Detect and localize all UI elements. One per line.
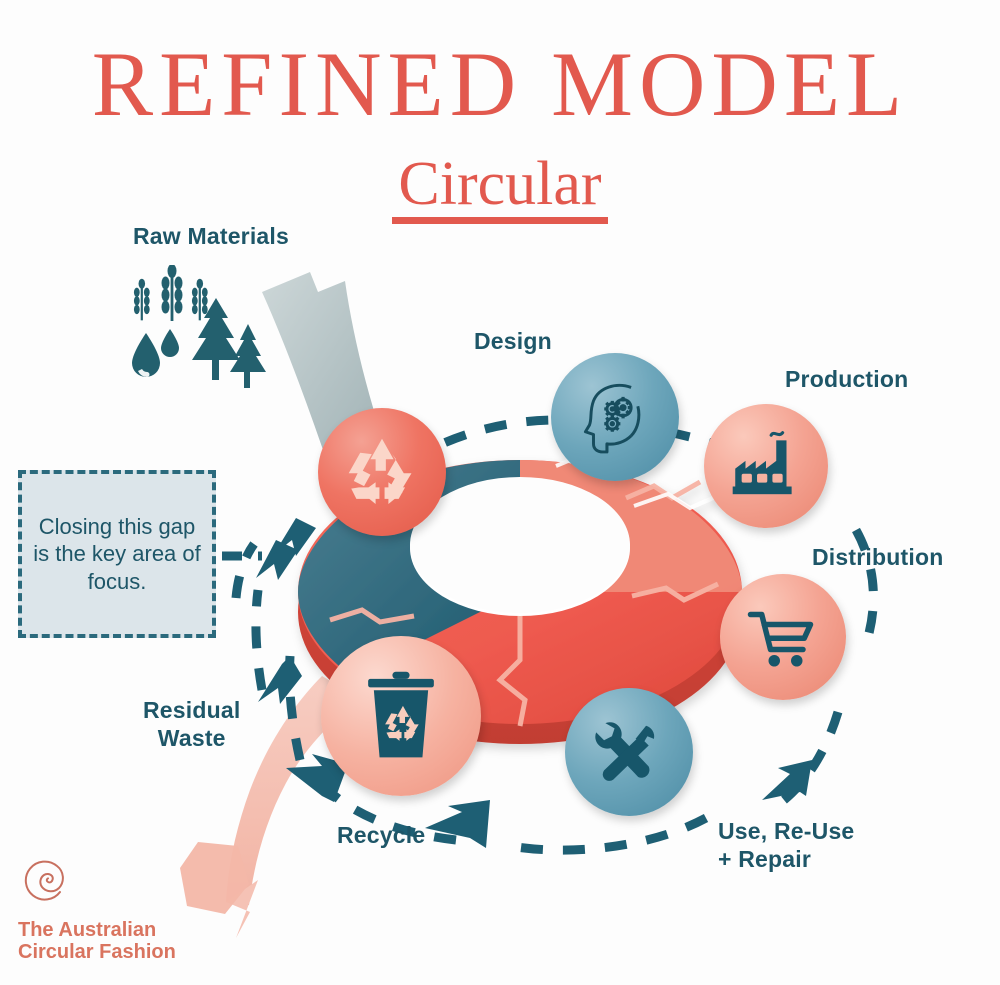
node-recycle-loop[interactable] (318, 408, 446, 536)
spiral-logo-icon (24, 860, 64, 901)
brand-logo-text: The Australian Circular Fashion (18, 919, 176, 964)
shopping-cart-icon (747, 611, 814, 667)
page-title: REFINED MODEL (91, 33, 909, 135)
label-raw-materials: Raw Materials (133, 223, 289, 249)
brand-logo[interactable]: The Australian Circular Fashion (18, 852, 176, 964)
node-design[interactable] (551, 353, 679, 481)
label-residual-waste: Residual Waste (143, 697, 241, 751)
page-subtitle: Circular (392, 151, 608, 225)
node-distribution[interactable] (720, 574, 846, 700)
node-use-reuse-repair[interactable] (565, 688, 693, 816)
raw-materials-icons (118, 264, 278, 400)
trees-icon (178, 292, 270, 407)
wrench-hammer-icon (595, 722, 655, 781)
gap-focus-note: Closing this gap is the key area of focu… (18, 470, 216, 638)
label-production: Production (785, 366, 909, 392)
label-recycle: Recycle (337, 822, 426, 848)
page-subtitle-wrap: Circular (0, 151, 1000, 225)
head-gears-icon (583, 383, 641, 454)
label-design: Design (474, 328, 552, 354)
node-recycle-bin[interactable] (321, 636, 481, 796)
label-distribution: Distribution (812, 544, 944, 570)
water-drop-icon (132, 329, 179, 377)
recycle-bin-icon (368, 671, 434, 758)
factory-icon (732, 431, 792, 495)
label-use-reuse-repair: Use, Re-Use + Repair (718, 818, 855, 872)
node-production[interactable] (704, 404, 828, 528)
wheat-icon (133, 264, 208, 321)
recycle-symbol-icon (348, 438, 412, 505)
logo-accent-shape (180, 842, 249, 914)
gap-focus-note-text: Closing this gap is the key area of focu… (33, 513, 201, 594)
